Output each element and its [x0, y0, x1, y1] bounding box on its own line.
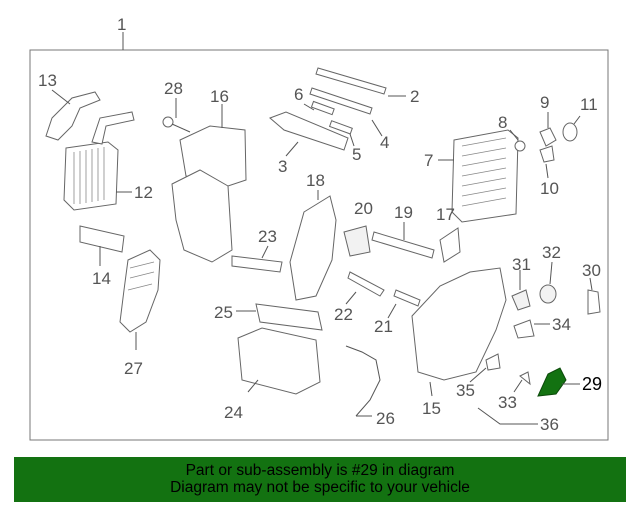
part-21 [393, 289, 421, 307]
callout-1: 1 [117, 15, 126, 34]
callout-10: 10 [540, 179, 559, 198]
callout-36: 36 [540, 415, 559, 434]
part-36 [477, 407, 520, 425]
part-24-case-lower [237, 327, 321, 395]
callout-5: 5 [352, 145, 361, 164]
callout-11: 11 [580, 95, 598, 114]
part-19 [371, 231, 435, 259]
callout-16: 16 [210, 87, 229, 106]
part-29-highlighted [537, 367, 567, 397]
part-4-seal [309, 87, 373, 115]
callout-33: 33 [498, 393, 517, 412]
part-27-duct [119, 249, 161, 333]
part-20 [343, 225, 371, 257]
callout-21: 21 [374, 317, 393, 336]
callout-35: 35 [456, 381, 475, 400]
callout-18: 18 [306, 171, 325, 190]
callout-15: 15 [422, 399, 441, 418]
callout-31: 31 [512, 255, 531, 274]
callout-7: 7 [424, 151, 433, 170]
part-17 [439, 227, 461, 263]
callout-32: 32 [542, 243, 561, 262]
callout-8: 8 [498, 113, 507, 132]
part-23 [231, 255, 283, 273]
callout-26: 26 [376, 409, 395, 428]
part-25 [255, 303, 323, 331]
banner-line-1: Part or sub-assembly is #29 in diagram [185, 462, 455, 479]
callout-20: 20 [354, 199, 373, 218]
callout-28: 28 [164, 79, 183, 98]
banner-line-2: Diagram may not be specific to your vehi… [170, 479, 470, 496]
callout-30: 30 [582, 261, 601, 280]
callout-6: 6 [294, 85, 303, 104]
callout-29-highlight: 29 [582, 374, 602, 394]
callout-4: 4 [380, 133, 389, 152]
callout-17: 17 [436, 205, 455, 224]
callout-23: 23 [258, 227, 277, 246]
callout-25: 25 [214, 303, 233, 322]
callout-13: 13 [38, 71, 57, 90]
callout-3: 3 [278, 157, 287, 176]
callout-27: 27 [124, 359, 143, 378]
part-22 [347, 271, 385, 297]
part-info-banner: Part or sub-assembly is #29 in diagram D… [14, 457, 626, 502]
part-14 [79, 225, 125, 253]
callout-12: 12 [134, 183, 153, 202]
part-2-seal [315, 67, 387, 95]
assembly-frame [29, 49, 609, 441]
callout-22: 22 [334, 305, 353, 324]
part-3-seal [269, 111, 349, 151]
parts-diagram: 1 [29, 15, 609, 441]
callout-9: 9 [540, 93, 549, 112]
callout-24: 24 [224, 403, 243, 422]
part-12-heater-core [63, 141, 119, 211]
part-13-duct [45, 91, 101, 141]
callout-2: 2 [410, 87, 419, 106]
part-18 [289, 195, 337, 301]
callout-34: 34 [552, 315, 571, 334]
callout-19: 19 [394, 203, 413, 222]
part-26-hose [345, 345, 381, 417]
part-7-evaporator [451, 129, 519, 223]
callout-14: 14 [92, 269, 111, 288]
part-15-main-case [411, 267, 507, 381]
